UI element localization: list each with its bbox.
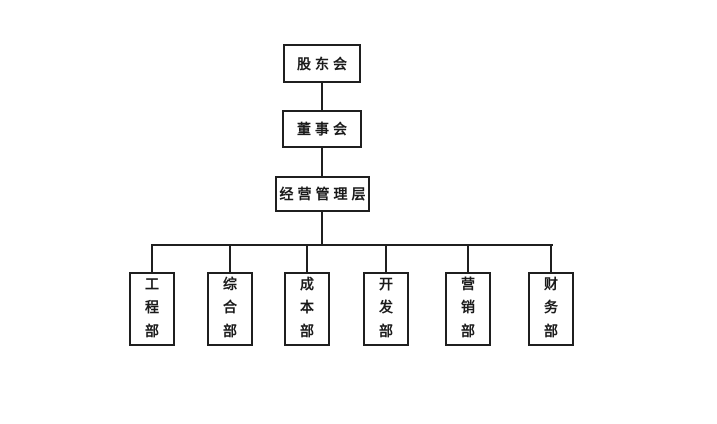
connector-rail-general-affairs (229, 244, 231, 273)
org-box-board-label: 董事会 (297, 122, 351, 138)
org-box-shareholders-label: 股东会 (297, 56, 351, 73)
department-rail-line (151, 244, 553, 246)
connector-rail-marketing (467, 244, 469, 273)
org-box-management-label: 经营管理层 (279, 187, 370, 203)
connector-rail-engineering (151, 244, 153, 273)
connector-board-management (321, 148, 323, 176)
connector-shareholders-board (321, 83, 323, 110)
dept-finance-label: 财务部 (544, 277, 558, 340)
org-box-shareholders: 股东会 (283, 44, 361, 83)
org-box-dept-cost: 成本部 (284, 272, 330, 346)
dept-cost-label: 成本部 (300, 277, 314, 340)
org-box-dept-general-affairs: 综合部 (207, 272, 253, 346)
org-box-dept-development: 开发部 (363, 272, 409, 346)
dept-engineering-label: 工程部 (145, 277, 159, 340)
connector-rail-cost (306, 244, 308, 273)
dept-marketing-label: 营销部 (461, 277, 475, 340)
dept-development-label: 开发部 (379, 277, 393, 340)
org-box-management: 经营管理层 (275, 176, 370, 212)
connector-rail-development (385, 244, 387, 273)
org-box-dept-marketing: 营销部 (445, 272, 491, 346)
org-box-dept-finance: 财务部 (528, 272, 574, 346)
org-box-board: 董事会 (282, 110, 362, 148)
connector-management-rail (321, 212, 323, 246)
connector-rail-finance (550, 244, 552, 273)
dept-general-affairs-label: 综合部 (223, 277, 237, 340)
org-box-dept-engineering: 工程部 (129, 272, 175, 346)
